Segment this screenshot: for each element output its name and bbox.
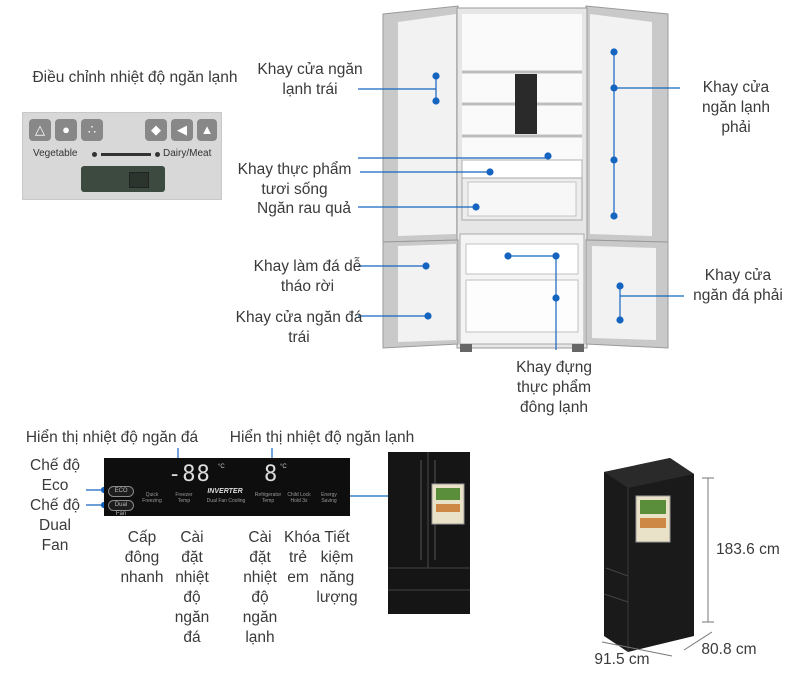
slider-dot-left bbox=[92, 152, 97, 157]
eco-button[interactable]: ECO bbox=[108, 486, 134, 497]
label-child-lock: Khóa trẻ em bbox=[284, 529, 321, 586]
freezer-temp-button[interactable]: Freezer Temp bbox=[175, 492, 193, 504]
cheese-icon: ▲ bbox=[197, 119, 217, 141]
label-dual-fan: Chế độ Dual Fan bbox=[30, 497, 80, 554]
label-quick-freeze: Cấp đông nhanh bbox=[120, 529, 164, 586]
dairy-meat-label: Dairy/Meat bbox=[163, 148, 212, 159]
label-eco-mode: Chế độ Eco bbox=[30, 457, 80, 494]
dual-fan-cooling-text: Dual Fan Cooling bbox=[206, 498, 246, 504]
label-fridge-display: Hiển thị nhiệt độ ngăn lạnh bbox=[229, 429, 415, 446]
tomato-icon: ● bbox=[55, 119, 77, 141]
carrot-icon: △ bbox=[29, 119, 51, 141]
freezer-temp-digits: -88 bbox=[168, 462, 211, 487]
dimension-height: 183.6 cm bbox=[716, 541, 780, 558]
slider-track bbox=[101, 153, 151, 156]
label-freezer-door-right: Khay cửa ngăn đá phải bbox=[693, 267, 783, 304]
dual-fan-button[interactable]: Dual Fan bbox=[108, 500, 134, 517]
fridge-deg-unit: °C bbox=[280, 464, 287, 470]
temp-slider-knob[interactable] bbox=[81, 166, 165, 192]
fridge-temp-button[interactable]: Refrigerator Temp bbox=[254, 492, 282, 504]
inverter-logo: INVERTER bbox=[207, 488, 243, 495]
vegetable-label: Vegetable bbox=[33, 148, 78, 159]
fridge-temp-digits: 8 bbox=[264, 462, 278, 487]
label-energy-save: Tiết kiệm năng lượng bbox=[316, 529, 358, 606]
control-panel-display: ECO Dual Fan -88 °C 8 °C Quick Freezing … bbox=[104, 458, 350, 517]
temp-control-panel: △ ● ∴ ◆ ◀ ▲ Vegetable Dairy/Meat bbox=[22, 112, 222, 200]
label-ice-tray: Khay làm đá dễ tháo rời bbox=[253, 258, 362, 295]
label-fridge-door-right: Khay cửa ngăn lạnh phải bbox=[701, 79, 771, 136]
meat-icon: ◆ bbox=[145, 119, 167, 141]
dimension-width: 91.5 cm bbox=[594, 651, 650, 668]
freezer-deg-unit: °C bbox=[218, 464, 225, 470]
fish-icon: ◀ bbox=[171, 119, 193, 141]
label-freezer-set: Cài đặt nhiệt độ ngăn đá bbox=[174, 529, 210, 646]
dimension-depth: 80.8 cm bbox=[701, 641, 757, 658]
label-freezer-door-left: Khay cửa ngăn đá trái bbox=[235, 309, 363, 346]
label-freezer-display: Hiển thị nhiệt độ ngăn đá bbox=[25, 429, 199, 446]
label-veg-drawer: Ngăn rau quả bbox=[257, 200, 351, 217]
label-frozen-tray: Khay đựng thực phẩm đông lạnh bbox=[516, 359, 592, 416]
child-lock-button[interactable]: Child Lock Hold 3s bbox=[287, 492, 311, 504]
grapes-icon: ∴ bbox=[81, 119, 103, 141]
label-fridge-door-left: Khay cửa ngăn lạnh trái bbox=[257, 61, 363, 98]
temp-panel-title: Điều chỉnh nhiệt độ ngăn lạnh bbox=[32, 69, 238, 86]
quick-freeze-button[interactable]: Quick Freezing bbox=[142, 492, 162, 504]
slider-dot-right bbox=[155, 152, 160, 157]
energy-saving-button[interactable]: Energy Saving bbox=[321, 492, 337, 504]
label-fridge-set: Cài đặt nhiệt độ ngăn lạnh bbox=[242, 529, 278, 646]
label-fresh-tray: Khay thực phẩm tươi sống bbox=[237, 161, 352, 198]
